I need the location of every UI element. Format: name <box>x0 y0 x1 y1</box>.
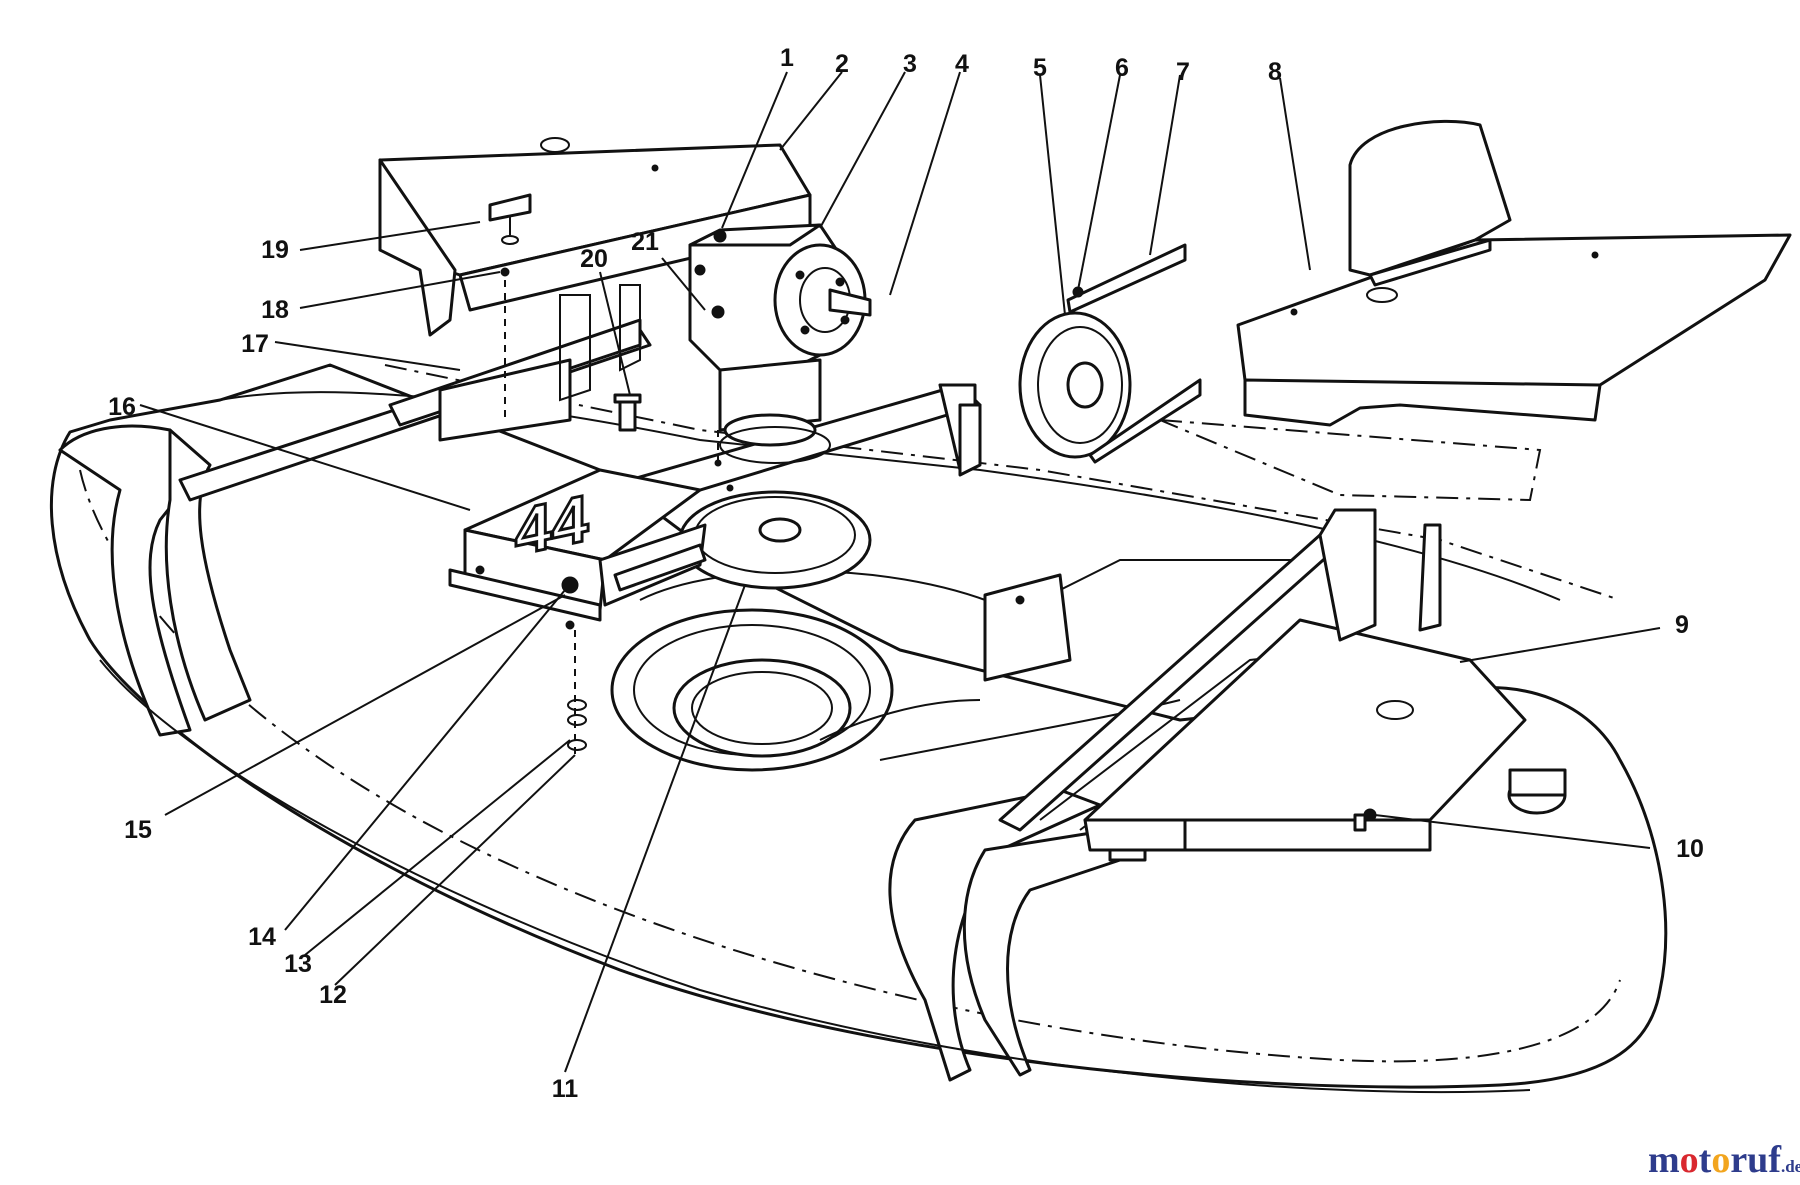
cover-bolt <box>1363 808 1377 822</box>
callout-3: 3 <box>903 50 917 78</box>
right-rear-cover <box>1236 119 1792 427</box>
gearbox <box>688 223 872 464</box>
callout-4: 4 <box>955 50 969 78</box>
callout-21: 21 <box>631 228 659 256</box>
knob-hardware <box>488 193 532 420</box>
callout-13: 13 <box>284 950 312 978</box>
nut-stack <box>567 630 587 760</box>
callout-numbers: 1 2 3 4 5 6 7 8 9 10 11 12 13 14 15 16 1… <box>108 44 1704 1103</box>
rear-rail-bracket <box>178 284 652 502</box>
callout-1: 1 <box>780 44 794 72</box>
callout-17: 17 <box>241 330 269 358</box>
callout-11: 11 <box>552 1075 579 1103</box>
watermark-brand: motoruf.de <box>1648 1139 1800 1181</box>
front-rail-bracket <box>983 508 1442 832</box>
callout-18: 18 <box>261 296 289 324</box>
callout-20: 20 <box>580 245 608 273</box>
deck-size-decal: 44 <box>515 482 588 571</box>
callout-10: 10 <box>1676 835 1704 863</box>
callout-15: 15 <box>124 816 152 844</box>
callout-6: 6 <box>1115 54 1129 82</box>
callout-14: 14 <box>248 923 276 951</box>
callout-5: 5 <box>1033 54 1047 82</box>
right-front-cover <box>1083 618 1527 862</box>
deck-pulley <box>678 490 872 590</box>
callout-19: 19 <box>261 236 289 264</box>
callout-12: 12 <box>319 981 347 1009</box>
rear-belt-cover <box>378 137 812 337</box>
idler-bracket: 44 <box>448 468 707 630</box>
callout-2: 2 <box>835 50 849 78</box>
input-pulley <box>1018 243 1202 464</box>
callout-leaders <box>139 71 1661 1073</box>
callout-9: 9 <box>1675 611 1689 639</box>
motoruf-watermark: motoruf.de <box>1648 1139 1800 1181</box>
mower-deck <box>49 363 1668 1094</box>
callout-8: 8 <box>1268 58 1282 86</box>
callout-16: 16 <box>108 393 136 421</box>
callout-7: 7 <box>1176 58 1190 86</box>
